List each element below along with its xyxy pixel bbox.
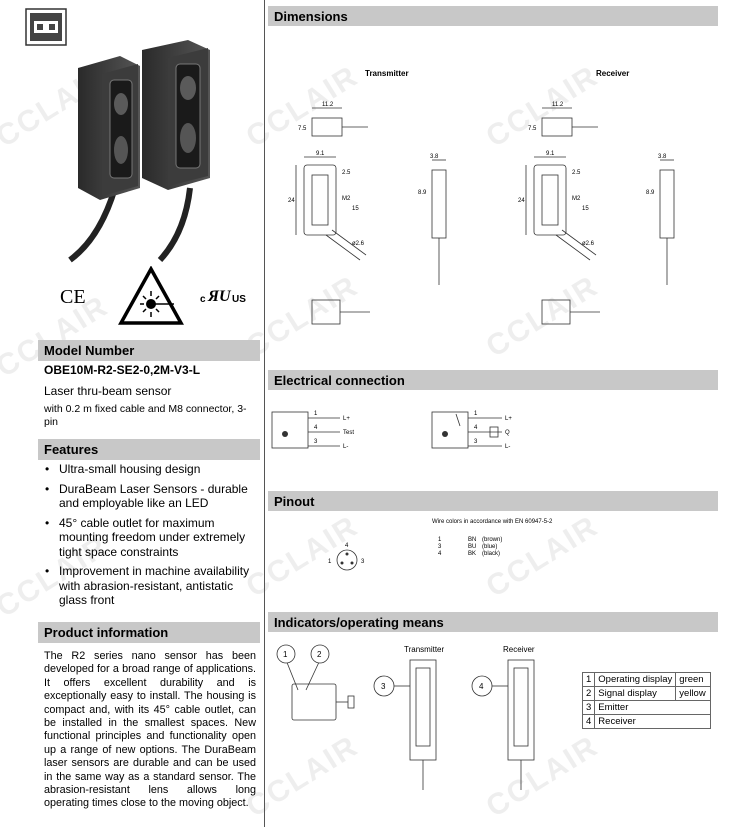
table-row: 3 Emitter <box>581 700 712 715</box>
product-info-text: The R2 series nano sensor has been devel… <box>44 650 256 810</box>
rx-wire-num: 1 <box>474 411 478 417</box>
dim-d4: ø2.6 <box>352 241 365 247</box>
ce-mark: CE <box>60 286 86 308</box>
table-row: 4 Receiver <box>581 714 712 729</box>
dim-w1: 11.2 <box>322 102 334 108</box>
indicators-header: Indicators/operating means <box>268 612 718 632</box>
callout-2 <box>310 644 330 664</box>
dim-h1: 7.5 <box>528 126 537 132</box>
receiver-label: Receiver <box>596 69 629 78</box>
dim-w3: 3.8 <box>658 154 667 160</box>
electrical-diagram: 1 4 3 L+ Test L- 1 4 3 L+ Q L- <box>271 411 512 450</box>
transmitter-label: Transmitter <box>365 69 409 78</box>
connector-pinout-icon: 4 1 3 <box>328 543 365 571</box>
pinout-header: Pinout <box>268 491 718 511</box>
callout-3 <box>373 675 395 697</box>
receiver-dimensions <box>525 107 675 325</box>
wire-row: 1 BN (brown) <box>438 537 503 543</box>
callout-number: 1 <box>283 650 288 659</box>
ul-c-label: c <box>200 294 206 305</box>
dim-h3: 8.9 <box>418 190 427 196</box>
feature-item: DuraBeam Laser Sensors - durable and emp… <box>44 482 256 511</box>
table-row: 2 Signal display yellow <box>581 686 712 701</box>
tx-signal: L- <box>343 444 348 450</box>
dim-h2: 24 <box>288 198 295 204</box>
feature-item: Ultra-small housing design <box>44 462 256 477</box>
wire-row: 3 BU (blue) <box>438 544 498 550</box>
rx-wire-num: 4 <box>474 425 478 431</box>
dim-w2: 9.1 <box>546 151 555 157</box>
wire-row: 4 BK (black) <box>438 551 501 557</box>
dim-h2: 24 <box>518 198 525 204</box>
feature-item: 45° cable outlet for maximum mounting fr… <box>44 516 256 560</box>
pin-number: 4 <box>345 543 349 549</box>
product-info-header: Product information <box>38 622 260 643</box>
column-divider <box>264 0 265 827</box>
feature-item: Improvement in machine availability with… <box>44 564 256 608</box>
model-number-header: Model Number <box>38 340 260 361</box>
product-photo <box>68 40 210 263</box>
tx-signal: L+ <box>343 416 350 422</box>
transmitter-dimensions <box>295 107 447 325</box>
tx-signal: Test <box>343 430 354 436</box>
model-number: OBE10M-R2-SE2-0,2M-V3-L <box>44 363 201 377</box>
tx-wire-num: 1 <box>314 411 318 417</box>
dim-w3: 3.8 <box>430 154 439 160</box>
rx-signal: Q <box>505 430 510 436</box>
dim-d4: ø2.6 <box>582 241 595 247</box>
tx-wire-num: 4 <box>314 425 318 431</box>
dimensions-drawing: Transmitter Receiver 11.2 7.5 9.1 3.8 24… <box>288 69 675 325</box>
callout-number: 2 <box>317 650 322 659</box>
indicator-table: 1 Operating display green 2 Signal displ… <box>581 672 712 729</box>
dim-w1: 11.2 <box>552 102 564 108</box>
tx-wire-num: 3 <box>314 439 318 445</box>
electrical-connection-header: Electrical connection <box>268 370 718 390</box>
transmitter-symbol-icon <box>282 431 288 437</box>
dim-d2: M2 <box>572 196 581 202</box>
dim-w2: 9.1 <box>316 151 325 157</box>
rx-signal: L+ <box>505 416 512 422</box>
ul-logo-icon: ЯU <box>208 288 231 305</box>
dim-d3: 15 <box>352 206 359 212</box>
callout-number: 4 <box>479 682 484 691</box>
product-description: Laser thru-beam sensor <box>44 384 172 398</box>
wire-color-table: 1 BN (brown) 3 BU (blue) 4 BK (black) <box>438 537 502 558</box>
dim-h1: 7.5 <box>298 126 307 132</box>
features-list: Ultra-small housing design DuraBeam Lase… <box>44 462 256 613</box>
sensor-type-icon <box>25 8 67 46</box>
rx-signal: L- <box>505 444 510 450</box>
ul-us-label: US <box>232 294 246 305</box>
callout-4 <box>471 675 493 697</box>
receiver-symbol-icon <box>442 431 448 437</box>
dim-d1: 2.5 <box>342 170 351 176</box>
indicators-drawing: Transmitter Receiver 1 2 3 4 <box>276 644 535 790</box>
wire-color-note: Wire colors in accordance with EN 60947-… <box>432 519 553 525</box>
ul-mark: c ЯU US <box>200 288 250 308</box>
rx-wire-num: 3 <box>474 439 478 445</box>
pin-number: 1 <box>328 559 332 565</box>
table-row: 1 Operating display green <box>581 672 712 687</box>
callout-1 <box>276 644 296 664</box>
dim-d3: 15 <box>582 206 589 212</box>
dimensions-header: Dimensions <box>268 6 718 26</box>
product-description-detail: with 0.2 m fixed cable and M8 connector,… <box>44 403 247 428</box>
dim-d2: M2 <box>342 196 351 202</box>
callout-number: 3 <box>381 682 386 691</box>
features-header: Features <box>38 439 260 460</box>
ind-transmitter-label: Transmitter <box>404 645 444 654</box>
dim-d1: 2.5 <box>572 170 581 176</box>
laser-warning-icon <box>118 266 184 325</box>
ind-receiver-label: Receiver <box>503 645 535 654</box>
dim-h3: 8.9 <box>646 190 655 196</box>
pin-number: 3 <box>361 559 365 565</box>
